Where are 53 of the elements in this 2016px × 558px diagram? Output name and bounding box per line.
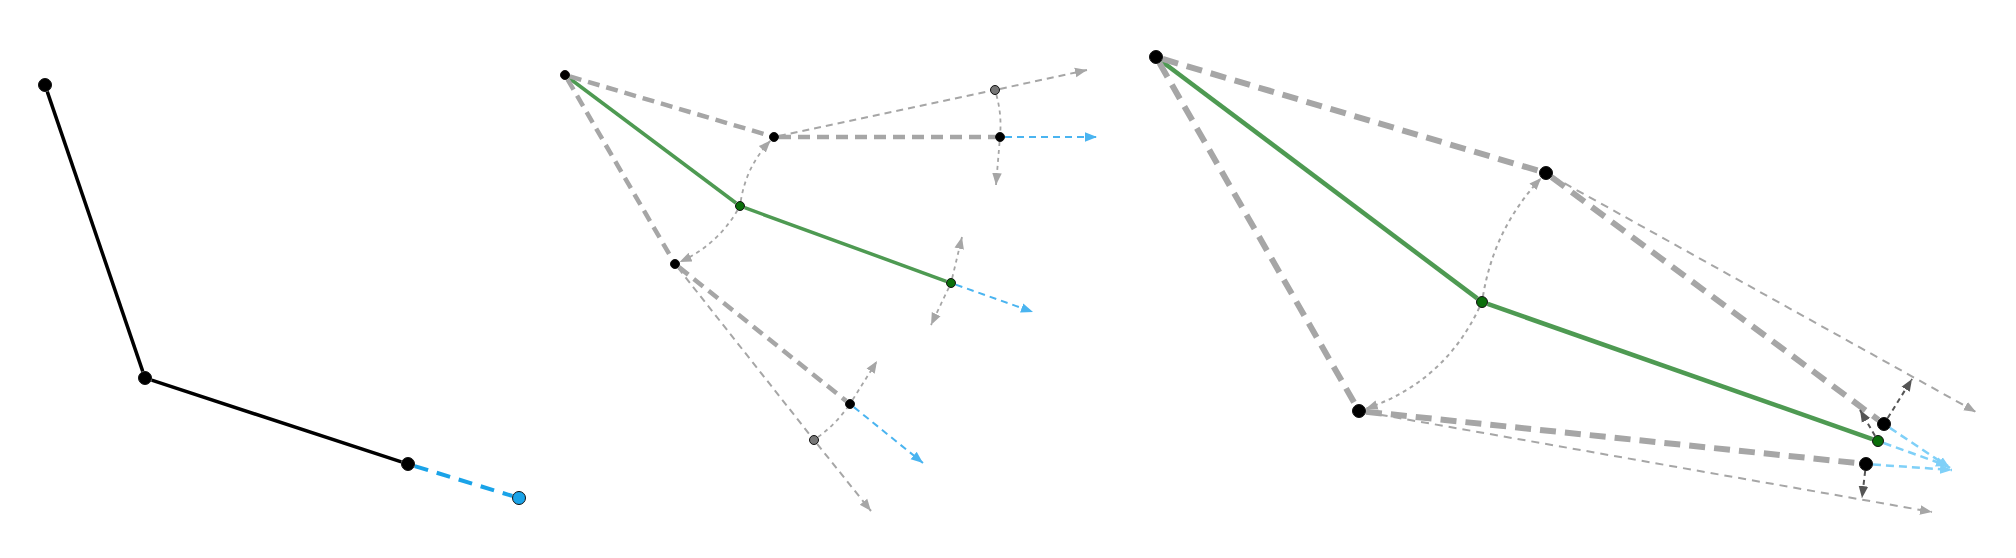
dashed-arrow	[954, 283, 1034, 313]
dashed-arrow	[951, 236, 964, 280]
link-line	[1486, 301, 1874, 442]
dashed-arrow	[1886, 378, 1913, 420]
dashed-line	[779, 134, 995, 140]
joint-dot	[990, 85, 1000, 95]
joint-dot	[769, 132, 779, 142]
dashed-arrow	[992, 141, 1002, 186]
dashed-line	[817, 407, 848, 438]
dashed-arrow	[852, 406, 924, 464]
joint-dot	[995, 132, 1005, 142]
joint-dot	[735, 201, 745, 211]
dashed-arrow	[851, 360, 878, 401]
dashed-line	[414, 464, 513, 498]
joint-dot	[1476, 296, 1488, 308]
joint-dot	[1859, 457, 1873, 471]
dashed-arrow	[1482, 177, 1543, 298]
dashed-arrow	[1889, 426, 1951, 470]
joint-dot	[138, 371, 152, 385]
dashed-arrow	[998, 67, 1088, 90]
dashed-arrow	[816, 442, 872, 512]
joint-dot	[1877, 417, 1891, 431]
dashed-arrow	[1364, 306, 1481, 410]
link-line	[151, 378, 402, 464]
dashed-arrow	[1004, 132, 1098, 142]
dashed-arrow	[1551, 175, 1977, 413]
joint-dot	[809, 435, 819, 445]
dashed-line	[677, 265, 848, 403]
dashed-arrow	[739, 139, 772, 202]
joint-dot	[401, 457, 415, 471]
dashed-line	[1161, 56, 1541, 174]
link-line	[45, 91, 145, 372]
dashed-line	[995, 93, 1002, 133]
link-line	[567, 76, 738, 205]
joint-dot	[1352, 404, 1366, 418]
dashed-arrow	[930, 286, 950, 326]
dashed-arrow	[1859, 409, 1876, 437]
joint-dot	[560, 70, 570, 80]
dashed-arrow	[1872, 463, 1953, 474]
joint-dot	[38, 78, 52, 92]
joint-dot	[670, 259, 680, 269]
joint-dot	[845, 399, 855, 409]
joint-dot	[1539, 166, 1553, 180]
joint-dot	[1149, 50, 1163, 64]
dashed-arrow	[1858, 469, 1869, 499]
dashed-arrow	[678, 209, 739, 263]
dashed-line	[1156, 61, 1359, 407]
joint-dot	[512, 491, 526, 505]
link-line	[1160, 59, 1479, 301]
dashed-line	[1549, 174, 1881, 423]
link-line	[744, 206, 947, 283]
joint-dot	[946, 278, 956, 288]
joint-dot	[1872, 435, 1884, 447]
